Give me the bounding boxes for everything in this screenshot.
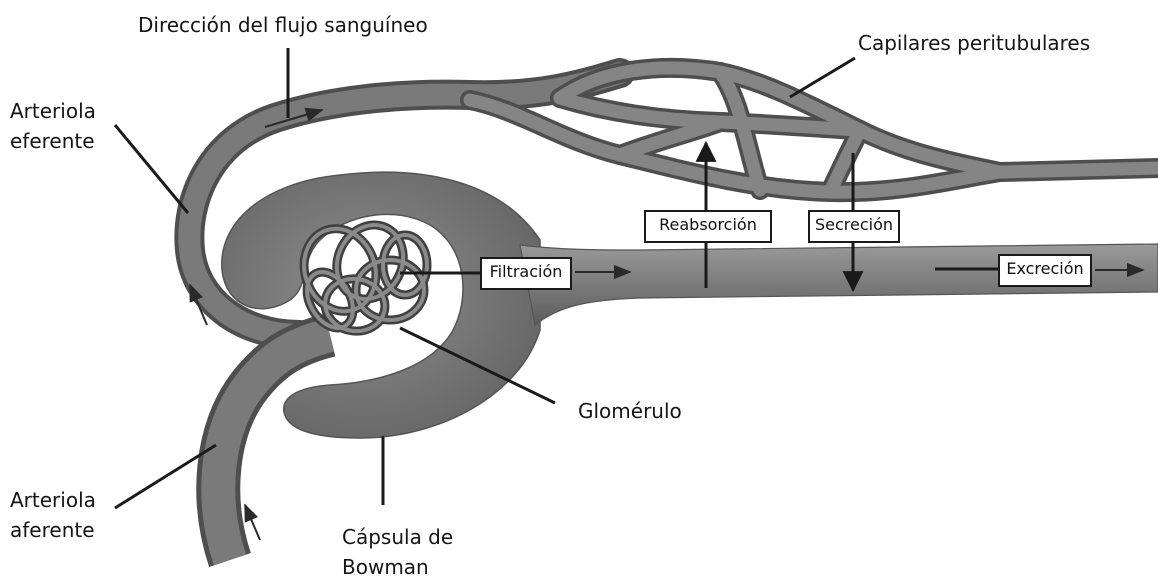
bowman-label-line2: Bowman: [342, 554, 429, 581]
filtration-box: Filtración: [480, 257, 572, 290]
peritubular-label: Capilares peritubulares: [858, 30, 1090, 57]
flow-arrow-bottom: [245, 505, 260, 540]
afferent-vessel: [218, 335, 330, 560]
efferent-label-line2: eferente: [10, 128, 95, 155]
leader-efferent: [115, 125, 188, 213]
afferent-label-line2: aferente: [10, 517, 95, 544]
bowman-label-line1: Cápsula de: [342, 524, 453, 551]
afferent-label-line1: Arteriola: [10, 487, 96, 514]
peritubular-capillaries: [470, 68, 1158, 192]
reabsorption-box: Reabsorción: [644, 210, 772, 243]
flow-direction-label: Dirección del flujo sanguíneo: [138, 12, 428, 39]
glomerulus-label: Glomérulo: [578, 398, 682, 425]
excretion-box: Excreción: [998, 254, 1092, 287]
leader-peritubular: [790, 58, 855, 97]
secretion-box: Secreción: [808, 210, 900, 243]
efferent-label-line1: Arteriola: [10, 98, 96, 125]
